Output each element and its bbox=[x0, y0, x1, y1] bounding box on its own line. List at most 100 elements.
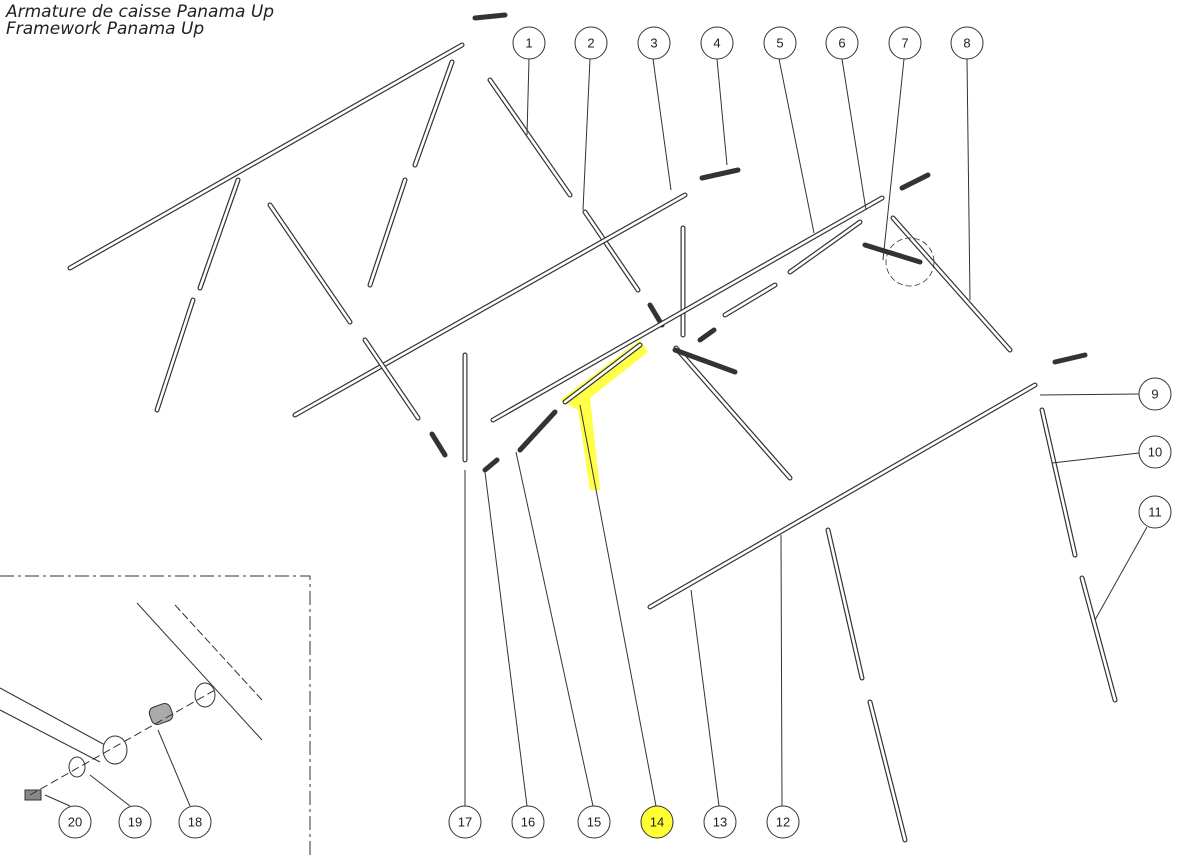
drawing-line bbox=[891, 216, 1012, 352]
drawing-line bbox=[778, 58, 815, 234]
callout-number: 6 bbox=[838, 36, 845, 51]
callout-12: 12 bbox=[766, 805, 800, 839]
callout-bubble bbox=[1138, 495, 1172, 529]
drawing-line bbox=[0, 687, 106, 746]
drawing-line bbox=[472, 12, 508, 21]
callout-number: 14 bbox=[650, 815, 664, 830]
drawing-line bbox=[674, 346, 792, 480]
callout-bubble bbox=[511, 805, 545, 839]
drawing-line bbox=[899, 172, 931, 191]
callout-number: 18 bbox=[188, 815, 202, 830]
drawing-line bbox=[1080, 576, 1117, 702]
callout-19: 19 bbox=[118, 805, 152, 839]
drawing-line bbox=[788, 220, 862, 274]
title-french: Armature de caisse Panama Up bbox=[6, 2, 275, 22]
callout-bubble bbox=[574, 26, 608, 60]
drawing-line bbox=[413, 60, 454, 167]
drawing-line bbox=[293, 193, 687, 417]
callout-number: 16 bbox=[521, 815, 535, 830]
callout-10: 10 bbox=[1138, 435, 1172, 469]
drawing-line bbox=[1039, 393, 1140, 396]
drawing-line bbox=[363, 338, 420, 420]
callout-number: 7 bbox=[901, 36, 908, 51]
drawing-shape bbox=[148, 702, 174, 726]
callout-17: 17 bbox=[448, 805, 482, 839]
callout-bubble bbox=[58, 805, 92, 839]
drawing-line bbox=[68, 43, 464, 270]
drawing-shape bbox=[0, 575, 311, 857]
drawing-line bbox=[723, 283, 777, 317]
callout-number: 1 bbox=[525, 36, 532, 51]
drawing-line bbox=[174, 604, 263, 701]
drawing-line bbox=[826, 528, 864, 680]
callout-bubble bbox=[448, 805, 482, 839]
drawing-line bbox=[157, 729, 191, 807]
part-14-highlight bbox=[560, 340, 648, 490]
drawing-line bbox=[582, 58, 591, 211]
drawing-line bbox=[966, 58, 971, 301]
callout-5: 5 bbox=[763, 26, 797, 60]
drawing-line bbox=[136, 602, 263, 741]
callout-8: 8 bbox=[950, 26, 984, 60]
drawing-line bbox=[563, 343, 642, 404]
callout-number: 20 bbox=[68, 815, 82, 830]
drawing-line bbox=[482, 457, 500, 473]
callout-bubble bbox=[703, 805, 737, 839]
drawing-line bbox=[1052, 352, 1088, 365]
drawing-line bbox=[1040, 408, 1077, 557]
drawing-line bbox=[882, 58, 905, 261]
drawing-line bbox=[1051, 452, 1140, 464]
callout-number: 8 bbox=[963, 36, 970, 51]
callout-9: 9 bbox=[1138, 377, 1172, 411]
callout-14-highlighted: 14 bbox=[640, 805, 674, 839]
callout-number: 2 bbox=[587, 36, 594, 51]
callout-7: 7 bbox=[888, 26, 922, 60]
callout-number: 11 bbox=[1148, 505, 1162, 520]
callout-1: 1 bbox=[512, 26, 546, 60]
callout-number: 12 bbox=[776, 815, 790, 830]
callout-number: 15 bbox=[587, 815, 601, 830]
drawing-line bbox=[862, 242, 923, 265]
callout-bubble bbox=[700, 26, 734, 60]
callout-bubble bbox=[512, 26, 546, 60]
drawing-line bbox=[579, 404, 657, 807]
drawing-line bbox=[268, 203, 352, 324]
drawing-line bbox=[515, 451, 594, 807]
leader-lines bbox=[44, 58, 1148, 807]
drawing-line bbox=[648, 383, 1037, 609]
drawing-line bbox=[44, 794, 71, 807]
callout-bubble bbox=[577, 805, 611, 839]
drawing-line bbox=[868, 700, 907, 842]
title-english: Framework Panama Up bbox=[6, 19, 205, 39]
callout-bubble bbox=[825, 26, 859, 60]
drawing-line bbox=[89, 774, 131, 807]
callout-number: 5 bbox=[776, 36, 783, 51]
drawing-line bbox=[491, 196, 884, 422]
frame-poles bbox=[67, 12, 1118, 843]
drawing-line bbox=[716, 58, 728, 166]
callout-number: 13 bbox=[713, 815, 727, 830]
drawing-line bbox=[198, 178, 240, 290]
drawing-line bbox=[780, 534, 783, 807]
drawing-shape bbox=[24, 789, 42, 801]
callout-16: 16 bbox=[511, 805, 545, 839]
drawing-line bbox=[1094, 526, 1148, 621]
drawing-line bbox=[697, 327, 717, 343]
callouts: 1 2 3 4 5 6 7 8 9 10 11 12 13 14 15 16 1… bbox=[58, 26, 1172, 839]
callout-bubble bbox=[950, 26, 984, 60]
drawing-line bbox=[488, 78, 572, 197]
drawing-line bbox=[429, 431, 448, 458]
drawing-line bbox=[484, 471, 528, 807]
drawing-line bbox=[583, 210, 640, 292]
detail-inset bbox=[0, 575, 311, 857]
drawing-line bbox=[672, 347, 738, 375]
drawing-line bbox=[526, 58, 530, 136]
callout-6: 6 bbox=[825, 26, 859, 60]
drawing-line bbox=[517, 409, 558, 453]
callout-13: 13 bbox=[703, 805, 737, 839]
callout-bubble bbox=[1138, 377, 1172, 411]
callout-number: 19 bbox=[128, 815, 142, 830]
drawing-line bbox=[841, 58, 867, 211]
drawing-shape bbox=[68, 756, 86, 778]
